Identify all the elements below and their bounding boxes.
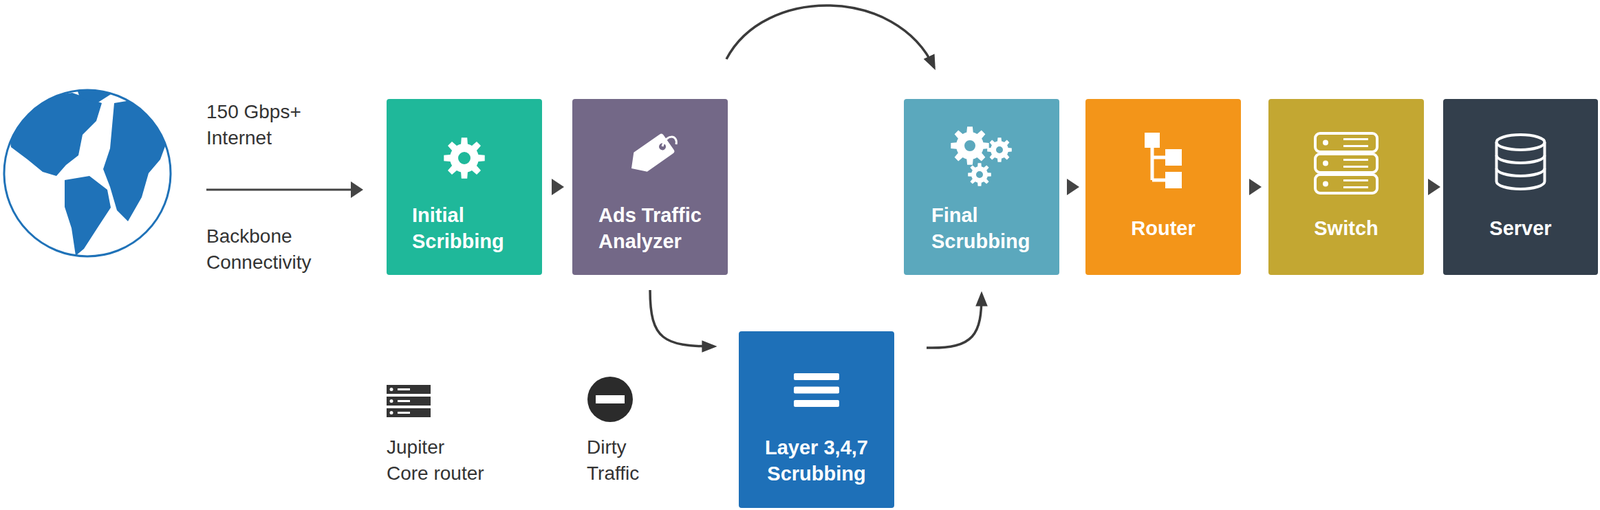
process-box: Layer 3,4,7 Scrubbing <box>738 331 895 509</box>
icon-part <box>1496 155 1545 164</box>
icon-part <box>662 136 677 147</box>
icon-part <box>1343 180 1369 188</box>
icon-part <box>1315 174 1378 194</box>
db-icon <box>1493 132 1548 192</box>
process-box: Ads Traffic Analyzer <box>572 99 728 276</box>
box-label: Router <box>1092 215 1235 242</box>
box-label: Ads Traffic Analyzer <box>598 202 723 255</box>
box-label: Final Scrubbing <box>931 202 1054 255</box>
process-box: Initial Scribbing <box>386 99 543 276</box>
icon-part <box>1144 132 1160 148</box>
icon-part <box>1165 149 1182 166</box>
box-label: Layer 3,4,7 Scrubbing <box>751 434 882 488</box>
flow-arrow <box>1428 178 1441 196</box>
process-box: Server <box>1443 99 1598 276</box>
link-label: Backbone Connectivity <box>206 223 324 276</box>
globe-outline <box>4 90 171 257</box>
process-box: Router <box>1085 99 1241 276</box>
continent-north-america <box>6 92 102 177</box>
icon-part <box>1322 140 1329 146</box>
icon-part <box>1315 154 1378 173</box>
icon-part <box>1152 147 1166 181</box>
switch-icon <box>1313 130 1380 197</box>
flow-arrow <box>926 294 982 349</box>
box-label: Switch <box>1275 215 1418 242</box>
legend-text: Dirty Traffic <box>586 434 656 488</box>
icon-part <box>1322 181 1329 188</box>
process-box: Switch <box>1268 99 1424 276</box>
continent-south-america <box>64 176 111 256</box>
flow-arrow <box>650 290 715 347</box>
icon-part <box>967 163 992 187</box>
icon-part <box>443 137 485 179</box>
icon-part <box>950 126 989 165</box>
flow-arrow <box>551 178 565 196</box>
link-label: 150 Gbps+ Internet <box>206 99 324 152</box>
flow-arrow <box>1066 178 1080 196</box>
backbone-arrow-line <box>206 189 353 192</box>
box-label: Initial Scribbing <box>412 202 536 255</box>
icon-part <box>793 400 840 408</box>
tag-icon <box>621 127 680 177</box>
legend-text: Jupiter Core router <box>386 434 488 488</box>
gear-icon <box>443 137 485 179</box>
icon-part <box>1343 160 1369 168</box>
menu-icon <box>793 373 840 408</box>
flow-arrow <box>1249 178 1262 196</box>
icon-part <box>793 387 840 395</box>
dirty-traffic-symbol <box>587 376 633 423</box>
gears-icon <box>949 125 1013 188</box>
icon-part <box>1315 133 1378 153</box>
continent-greenland <box>75 80 115 104</box>
icon-part <box>987 137 1012 163</box>
icon-part <box>1322 160 1329 167</box>
icon-part <box>1496 134 1545 190</box>
icon-part <box>793 373 840 381</box>
router-icon <box>1144 132 1182 192</box>
continent-africa-europe <box>103 99 168 222</box>
flow-arrow <box>726 5 935 68</box>
process-box: Final Scrubbing <box>903 99 1060 276</box>
icon-part <box>1496 134 1545 150</box>
box-label: Server <box>1450 215 1592 242</box>
icon-part <box>1496 142 1545 190</box>
jupiter-router-symbol <box>386 385 431 418</box>
icon-part <box>1165 171 1182 189</box>
backbone-arrow-head <box>350 181 364 199</box>
icon-part <box>1496 168 1545 177</box>
icon-part <box>1343 139 1369 147</box>
